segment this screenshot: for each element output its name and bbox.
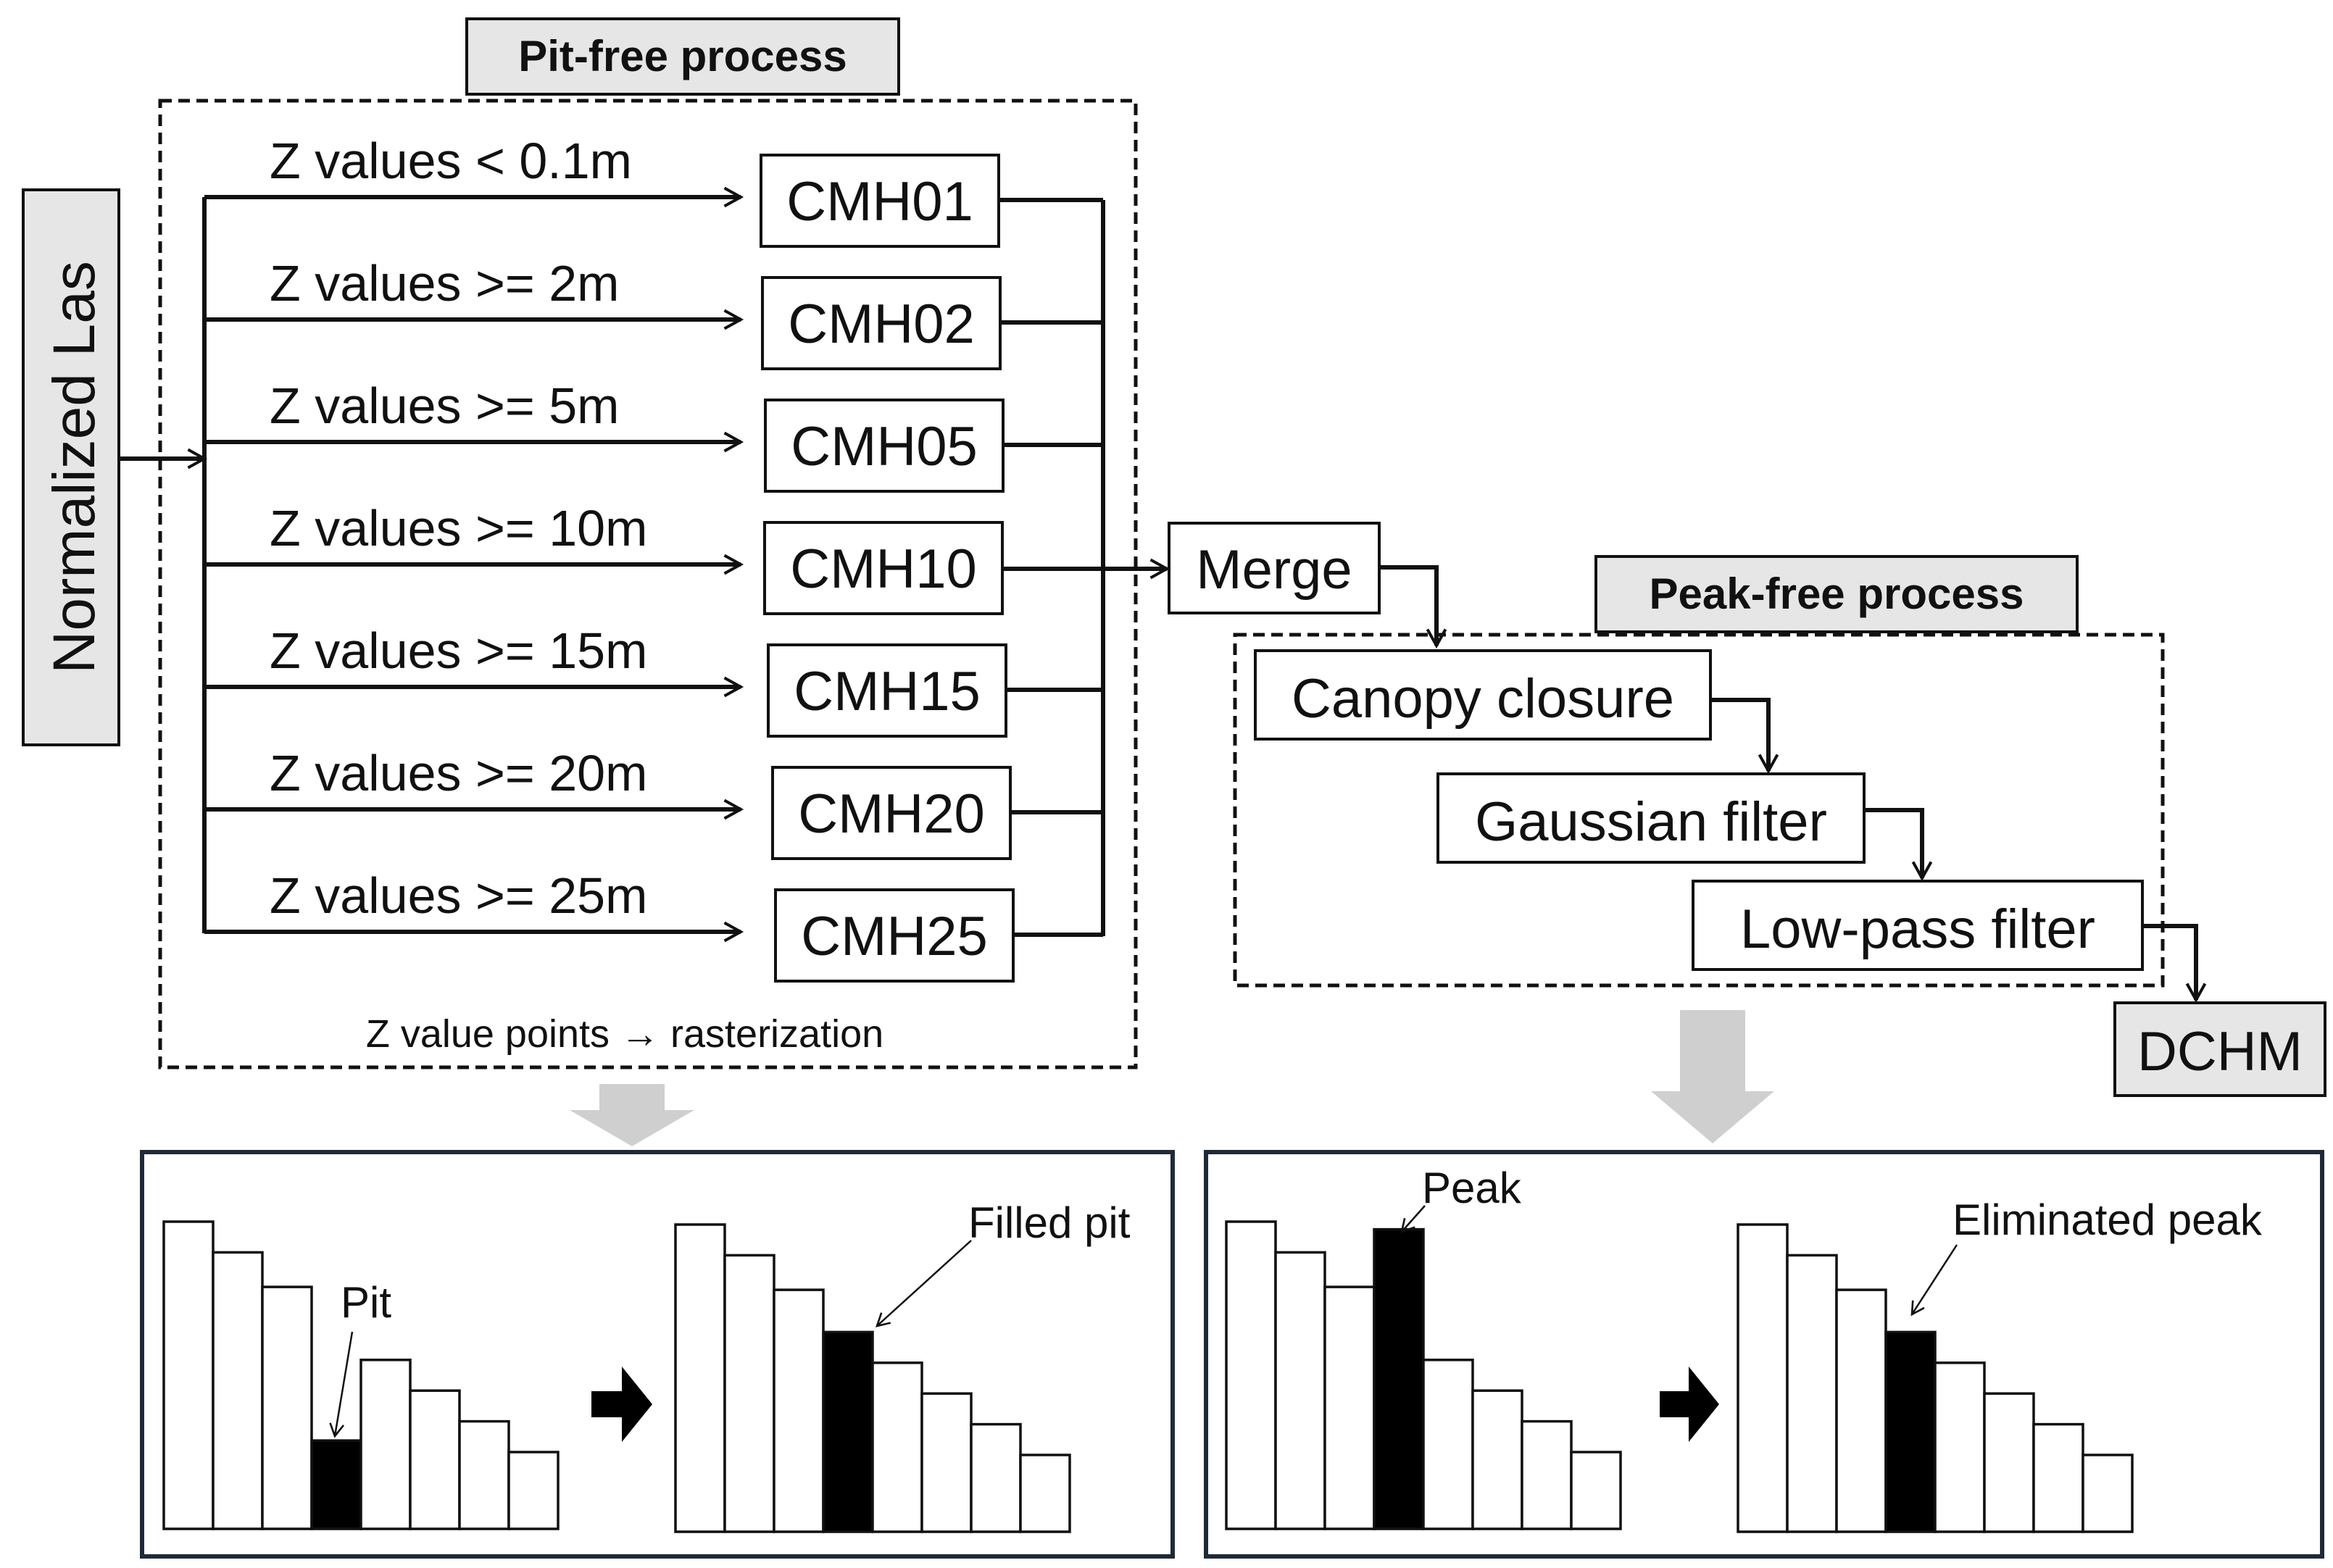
pit-pointer bbox=[329, 1331, 354, 1438]
peak-after-bar-1 bbox=[1786, 1254, 1838, 1533]
peak-before-bar-1 bbox=[1274, 1251, 1326, 1530]
peak-after-bar-2 bbox=[1835, 1288, 1887, 1533]
peak-before-bar-6 bbox=[1521, 1419, 1573, 1530]
pit-illustration-panel: Pit Filled pit bbox=[140, 1150, 1175, 1559]
pit-before-bar-0 bbox=[162, 1220, 215, 1530]
branch-condition: Z values < 0.1m bbox=[270, 133, 632, 189]
cmh-label: CMH20 bbox=[798, 783, 985, 845]
pit-after-bar-4 bbox=[871, 1361, 923, 1533]
pit-after-bar-3 bbox=[822, 1330, 874, 1533]
to-dchm-arrow bbox=[2142, 924, 2207, 1004]
input-node: Normalized Las bbox=[22, 188, 120, 746]
cmh-label: CMH25 bbox=[801, 906, 988, 967]
cmh-label: CMH02 bbox=[788, 293, 975, 355]
pit-before-bar-3 bbox=[310, 1439, 362, 1530]
pit-after-bar-0 bbox=[674, 1223, 726, 1533]
branch-cmh02: Z values >= 2m CMH02 bbox=[204, 255, 1103, 370]
cmh-label: CMH05 bbox=[791, 416, 978, 478]
cmh-label: CMH10 bbox=[790, 538, 977, 600]
cmh-box bbox=[764, 399, 1005, 493]
output-label: DCHM bbox=[2137, 1021, 2303, 1083]
eliminated-peak-pointer bbox=[1910, 1244, 1958, 1317]
step-gaussian-filter-label: Gaussian filter bbox=[1475, 791, 1827, 853]
step-canopy-closure-label: Canopy closure bbox=[1292, 668, 1674, 730]
peak-label: Peak bbox=[1422, 1164, 1522, 1212]
pit-before-bar-1 bbox=[212, 1251, 264, 1530]
branch-condition: Z values >= 20m bbox=[270, 745, 647, 801]
branch-condition: Z values >= 5m bbox=[270, 378, 619, 434]
pit-before-bar-6 bbox=[458, 1419, 510, 1530]
peak-pointer bbox=[1400, 1205, 1426, 1234]
pit-after-bar-1 bbox=[723, 1254, 775, 1533]
branch-condition: Z values >= 15m bbox=[270, 622, 647, 679]
branch-condition: Z values >= 25m bbox=[270, 867, 647, 924]
peak-after-bar-3 bbox=[1884, 1330, 1937, 1533]
branch-condition: Z values >= 2m bbox=[270, 255, 619, 312]
branch-cmh05: Z values >= 5m CMH05 bbox=[204, 378, 1103, 493]
peak-after-bar-7 bbox=[2082, 1454, 2134, 1533]
peak-before-bar-7 bbox=[1570, 1451, 1622, 1530]
peak-before-bar-0 bbox=[1225, 1220, 1277, 1530]
peak-after-bar-4 bbox=[1934, 1361, 1986, 1533]
peak-free-dashed-frame bbox=[1233, 633, 2165, 988]
step-low-pass-filter-label: Low-pass filter bbox=[1740, 898, 2095, 960]
pit-label: Pit bbox=[341, 1278, 391, 1327]
peak-before-bar-5 bbox=[1471, 1389, 1523, 1530]
peak-free-process-group: Peak-free process Canopy closure Gaussia… bbox=[1233, 555, 2165, 988]
peak-transform-arrow bbox=[1660, 1367, 1719, 1442]
step2-to-step3-arrow bbox=[1864, 808, 1933, 882]
filled-pit-pointer bbox=[875, 1240, 972, 1327]
pit-free-title: Pit-free process bbox=[518, 32, 847, 80]
peak-before-bar-3 bbox=[1373, 1227, 1425, 1530]
rasterization-note: Z value points → rasterization bbox=[366, 1012, 883, 1056]
pit-free-dashed-frame bbox=[158, 99, 1138, 1069]
cmh-label: CMH01 bbox=[786, 171, 973, 233]
output-node: DCHM bbox=[2113, 1001, 2326, 1097]
cmh-box bbox=[767, 643, 1007, 738]
peak-after-bar-5 bbox=[1983, 1392, 2035, 1533]
pit-before-bar-2 bbox=[261, 1285, 313, 1530]
cmh-label: CMH15 bbox=[794, 661, 981, 722]
pit-free-title-box bbox=[465, 17, 900, 96]
pit-down-arrow bbox=[570, 1084, 694, 1146]
pit-before-bar-4 bbox=[359, 1359, 412, 1530]
peak-before-bar-2 bbox=[1323, 1285, 1376, 1530]
peak-free-title-box bbox=[1594, 555, 2079, 633]
merge-node: Merge bbox=[1168, 522, 1381, 614]
pit-after-bar-6 bbox=[970, 1422, 1022, 1533]
cmh-box bbox=[774, 888, 1015, 983]
eliminated-peak-label: Eliminated peak bbox=[1953, 1196, 2263, 1244]
cmh-box bbox=[760, 154, 1000, 248]
filled-pit-label: Filled pit bbox=[968, 1198, 1131, 1247]
merge-to-peak-arrow bbox=[1379, 565, 1447, 649]
peak-after-bar-6 bbox=[2032, 1422, 2084, 1533]
peak-before-bar-4 bbox=[1422, 1359, 1474, 1530]
pit-transform-arrow bbox=[591, 1367, 652, 1442]
peak-free-title: Peak-free process bbox=[1650, 570, 2024, 618]
merge-label: Merge bbox=[1196, 539, 1352, 601]
input-label: Normalized Las bbox=[41, 261, 107, 674]
pit-before-bar-5 bbox=[409, 1389, 461, 1530]
branch-condition: Z values >= 10m bbox=[270, 500, 647, 556]
step-low-pass-filter bbox=[1692, 880, 2144, 971]
pit-after-bar-5 bbox=[920, 1392, 973, 1533]
cmh-box bbox=[763, 521, 1004, 615]
peak-illustration-panel: Peak Eliminated peak bbox=[1204, 1150, 2324, 1559]
step-gaussian-filter bbox=[1436, 772, 1866, 864]
peak-after-bar-0 bbox=[1737, 1223, 1789, 1533]
step-canopy-closure bbox=[1254, 649, 1712, 741]
peak-down-arrow bbox=[1651, 1010, 1774, 1143]
step1-to-step2-arrow bbox=[1710, 698, 1779, 775]
pit-after-bar-7 bbox=[1019, 1454, 1071, 1533]
pit-before-bar-7 bbox=[507, 1451, 560, 1530]
pit-after-bar-2 bbox=[773, 1288, 825, 1533]
